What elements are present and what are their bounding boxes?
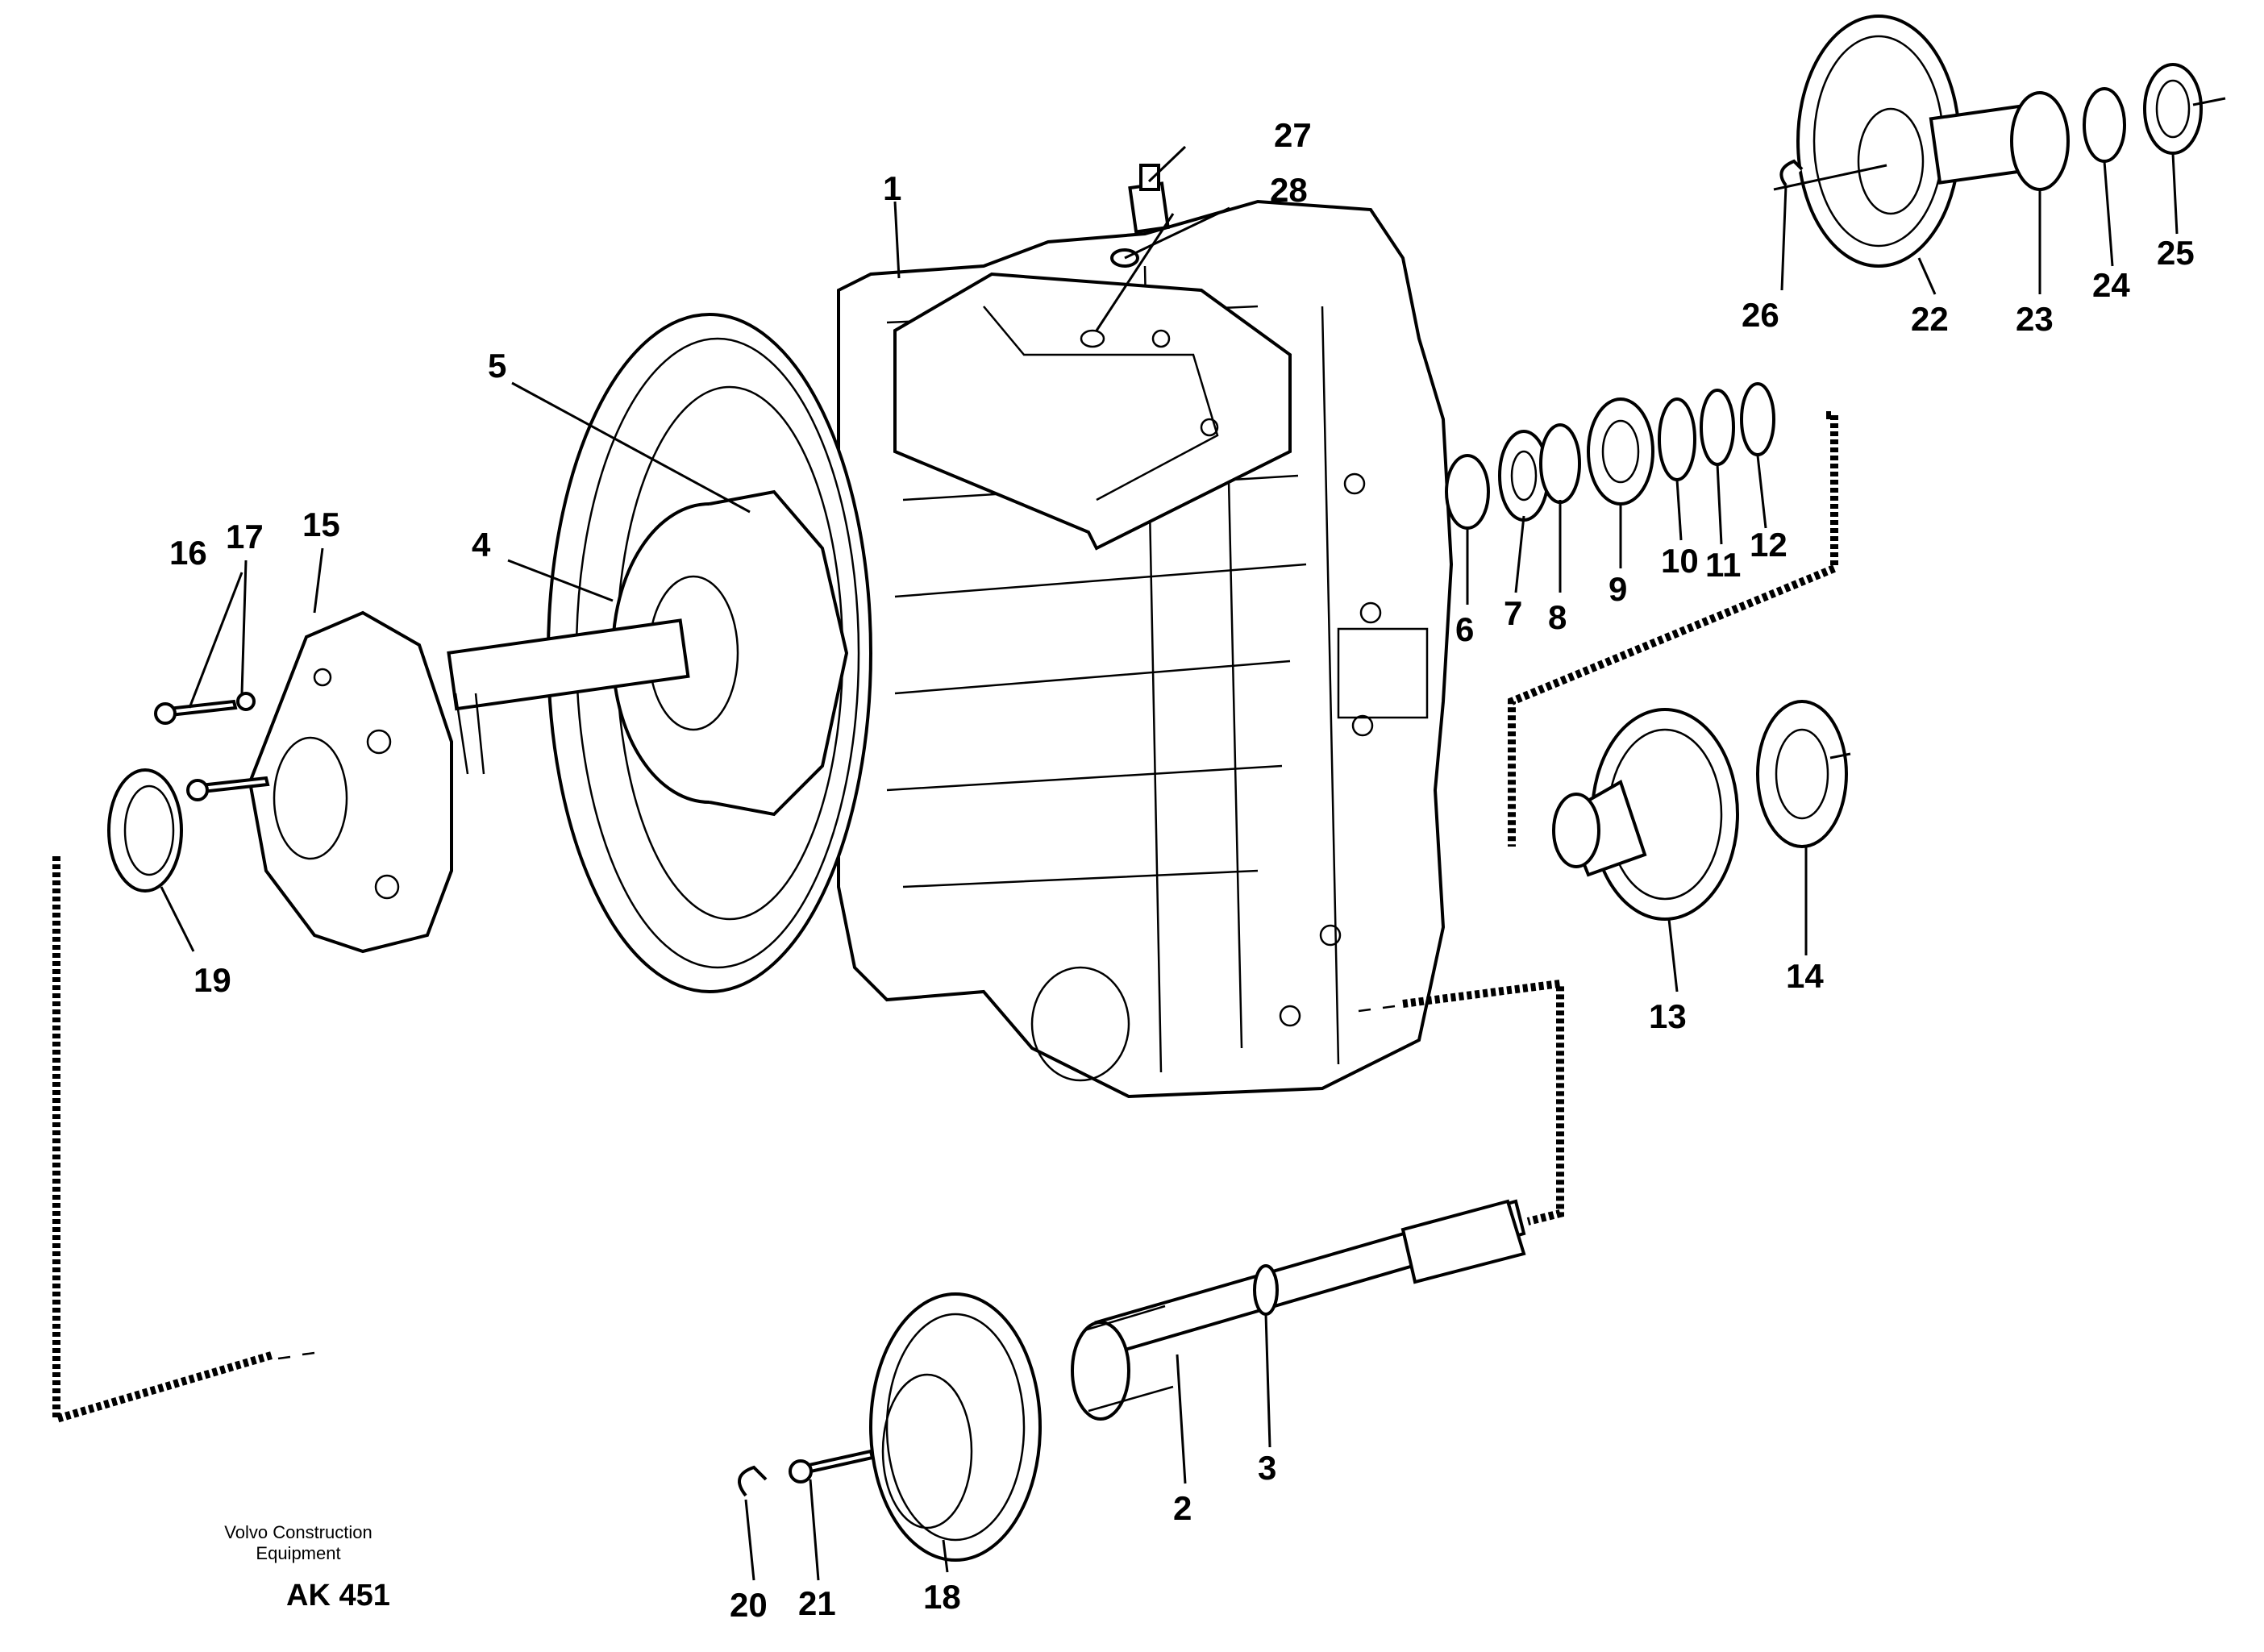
leader-lines bbox=[160, 145, 2179, 1581]
main-shaft bbox=[738, 1199, 1526, 1562]
callout-9: 9 bbox=[1609, 570, 1627, 608]
pump-plate bbox=[248, 610, 453, 954]
callout-22: 22 bbox=[1911, 300, 1949, 338]
clutch-hub bbox=[438, 489, 849, 817]
callout-10: 10 bbox=[1661, 542, 1699, 580]
callout-8: 8 bbox=[1548, 598, 1567, 636]
callout-4: 4 bbox=[472, 526, 491, 564]
callout-16: 16 bbox=[169, 534, 207, 572]
connector-right-lower bbox=[1402, 979, 1564, 1225]
connector-dots bbox=[277, 1005, 1396, 1360]
connector-right-upper bbox=[1508, 411, 1838, 847]
callout-25: 25 bbox=[2157, 234, 2195, 272]
connector-left bbox=[52, 856, 276, 1425]
callout-20: 20 bbox=[730, 1586, 768, 1624]
upper-gear bbox=[1773, 15, 2226, 268]
callout-12: 12 bbox=[1750, 526, 1787, 564]
bearing-pack bbox=[1445, 382, 1775, 530]
transmission-housing bbox=[547, 199, 1454, 1099]
callout-28: 28 bbox=[1270, 171, 1308, 209]
callout-13: 13 bbox=[1649, 997, 1687, 1035]
brand-line-2: Equipment bbox=[256, 1543, 341, 1563]
drawing-code: AK 451 bbox=[286, 1579, 390, 1612]
brand-line-1: Volvo Construction bbox=[224, 1522, 372, 1542]
callout-3: 3 bbox=[1258, 1449, 1276, 1487]
callout-23: 23 bbox=[2016, 300, 2054, 338]
callout-15: 15 bbox=[302, 506, 340, 543]
callout-27: 27 bbox=[1274, 116, 1312, 154]
callout-18: 18 bbox=[923, 1578, 961, 1616]
callout-11: 11 bbox=[1705, 546, 1741, 584]
callout-1: 1 bbox=[883, 169, 901, 207]
callout-labels: 1 2 3 4 5 6 7 8 9 10 11 12 13 14 15 16 1… bbox=[169, 116, 2195, 1624]
callout-26: 26 bbox=[1742, 296, 1779, 334]
screws-pump bbox=[154, 692, 270, 801]
mid-gear bbox=[1552, 700, 1851, 921]
seal-ring bbox=[107, 768, 183, 893]
sensor bbox=[1080, 164, 1170, 348]
callout-21: 21 bbox=[798, 1584, 836, 1622]
callout-17: 17 bbox=[226, 518, 264, 556]
callout-7: 7 bbox=[1504, 594, 1522, 632]
callout-19: 19 bbox=[194, 961, 231, 999]
callout-6: 6 bbox=[1455, 610, 1474, 648]
callout-5: 5 bbox=[488, 347, 506, 385]
brand-label: Volvo Construction Equipment bbox=[218, 1522, 379, 1564]
callout-24: 24 bbox=[2092, 266, 2130, 304]
callout-2: 2 bbox=[1173, 1489, 1192, 1527]
callout-14: 14 bbox=[1786, 957, 1824, 995]
